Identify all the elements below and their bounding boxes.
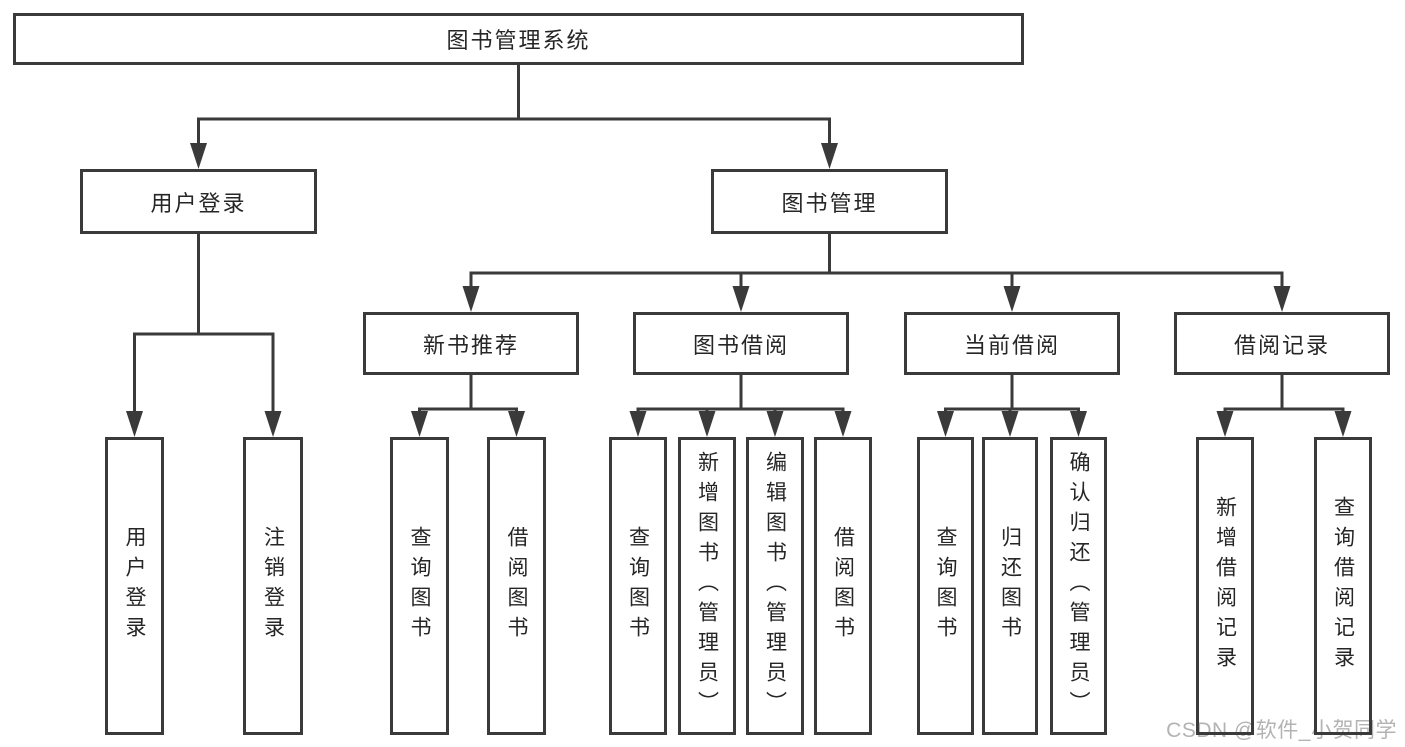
arrowhead-borrow-books-2: [834, 411, 852, 437]
node-label-return-books: 归还图书: [998, 526, 1022, 646]
arrowhead-new-book-rec: [462, 286, 480, 312]
node-user-login: 用户登录: [80, 169, 317, 234]
arrowhead-query-books-2: [629, 411, 647, 437]
node-return-books: 归还图书: [982, 437, 1038, 735]
node-query-books-2: 查询图书: [609, 437, 667, 735]
arrowhead-confirm-return: [1070, 411, 1087, 437]
node-user-login-leaf: 用户登录: [105, 437, 164, 735]
csdn-watermark: CSDN @软件_小贺同学: [1166, 719, 1397, 742]
node-label-root: 图书管理系统: [446, 28, 591, 53]
node-label-new-book-rec: 新书推荐: [422, 332, 519, 358]
arrowhead-borrow-records: [1273, 286, 1291, 312]
node-query-books-1: 查询图书: [390, 437, 449, 735]
node-label-confirm-return: 确认归还（管理员）: [1067, 451, 1091, 721]
node-borrow-books-1: 借阅图书: [487, 437, 546, 735]
node-label-borrow-books-2: 借阅图书: [831, 526, 855, 646]
node-label-query-books-3: 查询图书: [934, 526, 958, 646]
node-borrow-books-2: 借阅图书: [814, 437, 872, 735]
arrowhead-query-borrow-record: [1334, 411, 1352, 437]
node-label-add-borrow-record: 新增借阅记录: [1213, 496, 1237, 676]
node-add-borrow-record: 新增借阅记录: [1196, 437, 1254, 735]
arrowhead-add-books: [698, 411, 716, 437]
arrowhead-query-books-1: [411, 411, 428, 437]
node-current-borrow: 当前借阅: [904, 312, 1120, 375]
node-book-borrow: 图书借阅: [633, 312, 849, 375]
arrowhead-logout-leaf: [264, 411, 282, 437]
node-query-borrow-record: 查询借阅记录: [1314, 437, 1372, 735]
node-label-query-borrow-record: 查询借阅记录: [1331, 496, 1355, 676]
arrowhead-borrow-books-1: [508, 411, 525, 437]
arrowhead-query-books-3: [937, 411, 954, 437]
arrowhead-return-books: [1001, 411, 1019, 437]
node-label-current-borrow: 当前借阅: [963, 332, 1060, 358]
node-label-query-books-1: 查询图书: [408, 526, 432, 646]
node-add-books: 新增图书（管理员）: [678, 437, 736, 735]
node-root: 图书管理系统: [13, 13, 1024, 65]
node-label-user-login-leaf: 用户登录: [123, 526, 147, 646]
arrowhead-user-login: [190, 143, 207, 169]
arrowhead-current-borrow: [1003, 286, 1021, 312]
node-label-borrow-records: 借阅记录: [1233, 332, 1330, 358]
node-label-logout-leaf: 注销登录: [261, 526, 285, 646]
node-label-book-borrow: 图书借阅: [692, 332, 789, 358]
node-label-add-books: 新增图书（管理员）: [695, 451, 719, 721]
node-label-user-login: 用户登录: [150, 190, 247, 216]
node-edit-books: 编辑图书（管理员）: [746, 437, 804, 735]
node-query-books-3: 查询图书: [917, 437, 974, 735]
node-label-borrow-books-1: 借阅图书: [505, 526, 529, 646]
node-book-mgmt: 图书管理: [711, 169, 948, 234]
arrowhead-book-borrow: [732, 286, 750, 312]
node-label-edit-books: 编辑图书（管理员）: [763, 451, 787, 721]
node-logout-leaf: 注销登录: [243, 437, 303, 735]
node-new-book-rec: 新书推荐: [363, 312, 579, 375]
node-confirm-return: 确认归还（管理员）: [1050, 437, 1107, 735]
arrowhead-book-mgmt: [821, 143, 838, 169]
node-borrow-records: 借阅记录: [1174, 312, 1390, 375]
node-label-book-mgmt: 图书管理: [781, 190, 878, 216]
arrowhead-edit-books: [766, 411, 784, 437]
arrowhead-user-login-leaf: [126, 411, 143, 437]
node-label-query-books-2: 查询图书: [626, 526, 650, 646]
arrowhead-add-borrow-record: [1216, 411, 1234, 437]
